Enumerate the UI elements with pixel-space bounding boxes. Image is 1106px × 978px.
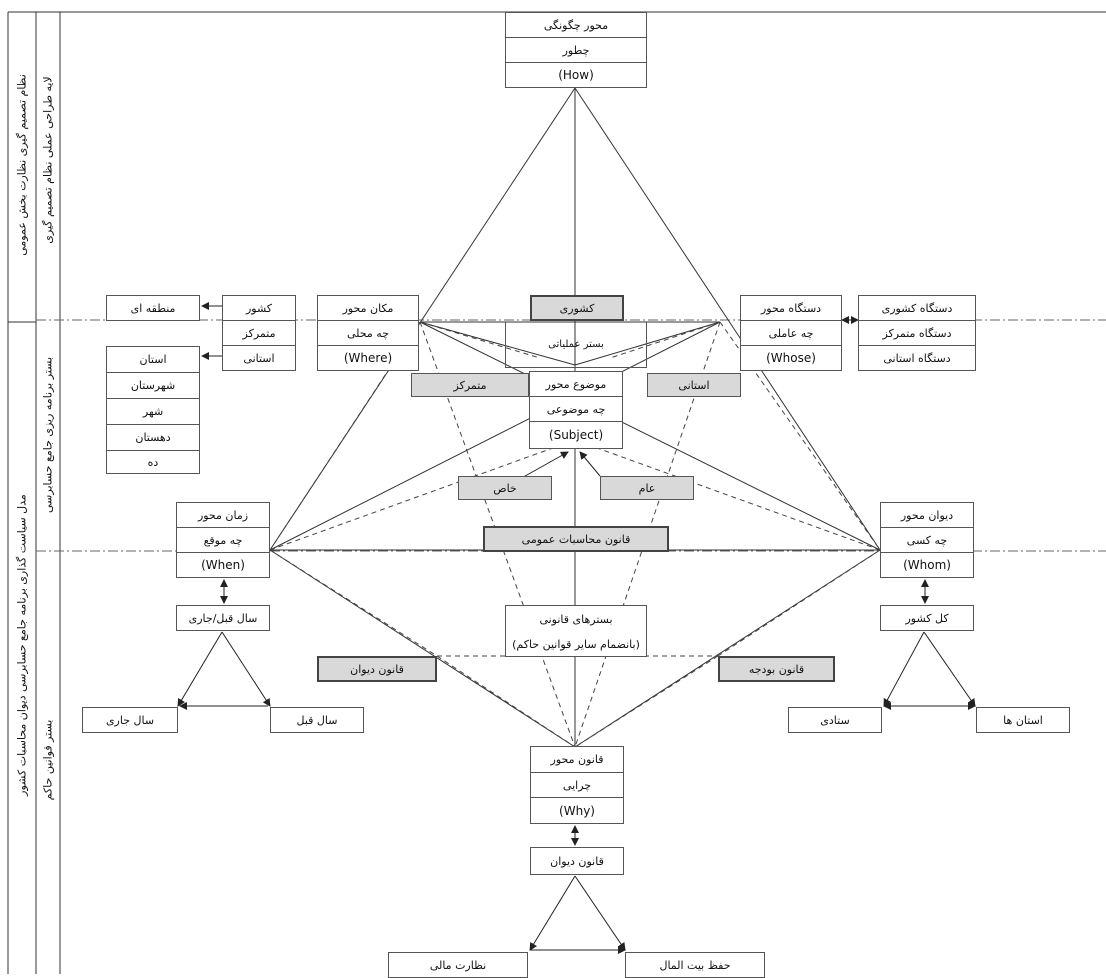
- centralized-label: متمرکز: [223, 321, 295, 346]
- year-current-box: سال جاری: [82, 707, 178, 733]
- whole-country-label: کل کشور: [905, 611, 949, 625]
- agencies-box: دستگاه کشوری دستگاه متمرکز دستگاه استانی: [858, 295, 976, 371]
- public-accounting-law-label: قانون محاسبات عمومی: [521, 532, 631, 546]
- where-title: مکان محور: [318, 296, 418, 321]
- whom-english: (Whom): [903, 558, 951, 572]
- whom-title: دیوان محور: [881, 503, 973, 528]
- why-axis-box: قانون محور چرایی (Why): [530, 746, 624, 824]
- legal-beds-box: بسترهای قانونی (بانضمام سایر قوانین حاکم…: [505, 605, 647, 657]
- why-title: قانون محور: [531, 747, 623, 773]
- special-label: خاص: [493, 481, 517, 495]
- headquarters-box: ستادی: [788, 707, 882, 733]
- year-prev-curr-box: سال قبل/جاری: [176, 605, 270, 631]
- court-law-bottom-label: قانون دیوان: [550, 854, 604, 868]
- why-english: (Why): [559, 803, 595, 818]
- geo-list-box: استان شهرستان شهر دهستان ده: [106, 346, 200, 474]
- provincial-tag-box: استانی: [647, 373, 741, 397]
- general-box: عام: [600, 476, 694, 500]
- country-type-box: کشور متمرکز استانی: [222, 295, 296, 371]
- special-box: خاص: [458, 476, 552, 500]
- court-law-label: قانون دیوان: [350, 662, 404, 676]
- provinces-box: استان ها: [976, 707, 1070, 733]
- headquarters-label: ستادی: [820, 713, 850, 727]
- agency-item: دستگاه استانی: [883, 351, 951, 365]
- whose-question: چه عاملی: [741, 321, 841, 346]
- when-english: (When): [201, 558, 245, 572]
- ops-bed-label: بستر عملیاتی: [548, 339, 604, 350]
- whole-country-box: کل کشور: [880, 605, 974, 631]
- subject-title: موضوع محور: [530, 372, 622, 397]
- ops-bed-box: بستر عملیاتی: [505, 322, 647, 368]
- year-previous-box: سال قبل: [270, 707, 364, 733]
- geo-item: ده: [147, 455, 159, 469]
- subject-axis-box: موضوع محور چه موضوعی (Subject): [529, 371, 623, 449]
- geo-item: شهرستان: [107, 373, 199, 399]
- financial-oversight-box: نظارت مالی: [388, 952, 528, 978]
- how-english: (How): [558, 68, 594, 82]
- inner-mid-label: بستر برنامه ریزی جامع حسابرسی: [41, 356, 55, 514]
- agency-item: دستگاه کشوری: [859, 296, 975, 321]
- national-tag-label: کشوری: [559, 301, 595, 315]
- whose-axis-box: دستگاه محور چه عاملی (Whose): [740, 295, 842, 371]
- provincial-tag-label: استانی: [678, 378, 710, 392]
- year-prev-curr-label: سال قبل/جاری: [188, 611, 258, 625]
- whose-title: دستگاه محور: [741, 296, 841, 321]
- regional-label: منطقه ای: [130, 301, 176, 315]
- how-title: محور چگونگی: [506, 13, 646, 38]
- when-title: زمان محور: [177, 503, 269, 528]
- where-question: چه محلی: [318, 321, 418, 346]
- provinces-label: استان ها: [1003, 713, 1043, 727]
- centralized-tag-label: متمرکز: [453, 378, 487, 392]
- whose-english: (Whose): [766, 351, 816, 365]
- regional-box: منطقه ای: [106, 295, 200, 321]
- legal-beds-title: بسترهای قانونی: [539, 612, 613, 626]
- inner-bottom-label: بستر قوانین حاکم: [41, 719, 55, 801]
- budget-law-box: قانون بودجه: [718, 656, 835, 682]
- court-law-bottom-box: قانون دیوان: [530, 847, 624, 875]
- geo-item: شهر: [107, 399, 199, 425]
- treasury-box: حفظ بیت المال: [625, 952, 765, 978]
- whom-question: چه کسی: [881, 528, 973, 553]
- year-previous-label: سال قبل: [296, 713, 338, 727]
- when-question: چه موقع: [177, 528, 269, 553]
- general-label: عام: [638, 481, 656, 495]
- legal-beds-note: (بانضمام سایر قوانین حاکم): [512, 637, 640, 651]
- when-axis-box: زمان محور چه موقع (When): [176, 502, 270, 578]
- budget-law-label: قانون بودجه: [748, 662, 805, 676]
- where-english: (Where): [343, 351, 393, 365]
- whom-axis-box: دیوان محور چه کسی (Whom): [880, 502, 974, 578]
- public-accounting-law-box: قانون محاسبات عمومی: [483, 526, 669, 552]
- subject-question: چه موضوعی: [530, 397, 622, 422]
- inner-top-label: لایه طراحی عملی نظام تصمیم گیری: [41, 76, 55, 244]
- financial-oversight-label: نظارت مالی: [429, 958, 487, 972]
- outer-bottom-label: مدل سیاست گذاری برنامه جامع حسابرسی دیوا…: [15, 494, 29, 796]
- geo-item: استان: [107, 347, 199, 373]
- treasury-label: حفظ بیت المال: [659, 958, 731, 972]
- provincial-label: استانی: [243, 351, 275, 365]
- outer-top-label: نظام تصمیم گیری نظارت بخش عمومی: [15, 74, 29, 256]
- how-question: چطور: [506, 38, 646, 63]
- where-axis-box: مکان محور چه محلی (Where): [317, 295, 419, 371]
- how-axis-box: محور چگونگی چطور (How): [505, 12, 647, 88]
- subject-english: (Subject): [548, 428, 604, 442]
- court-law-box: قانون دیوان: [317, 656, 437, 682]
- national-tag-box: کشوری: [530, 295, 624, 321]
- year-current-label: سال جاری: [105, 713, 155, 727]
- agency-item: دستگاه متمرکز: [859, 321, 975, 346]
- country-label: کشور: [223, 296, 295, 321]
- why-question: چرایی: [531, 773, 623, 798]
- centralized-tag-box: متمرکز: [411, 373, 529, 397]
- geo-item: دهستان: [107, 425, 199, 451]
